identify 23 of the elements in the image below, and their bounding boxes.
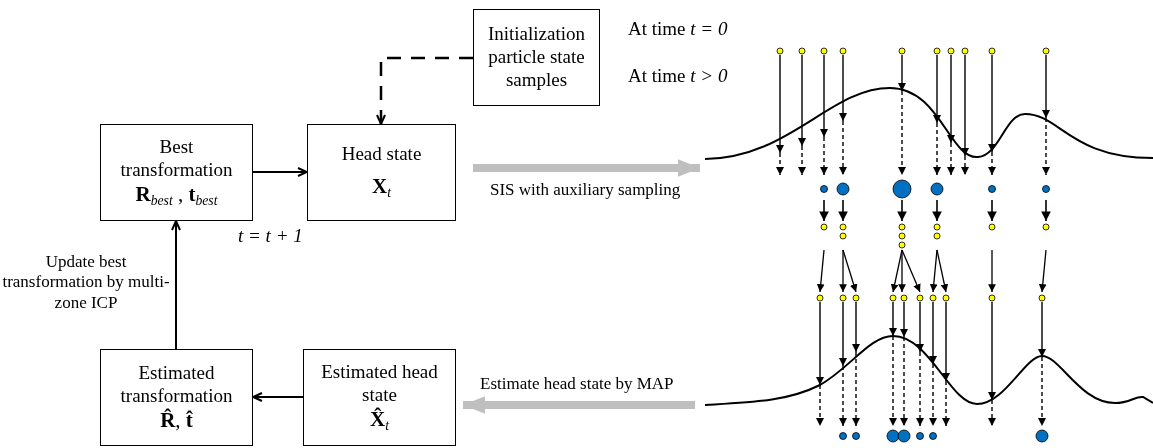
text-label: At time t = 0 bbox=[628, 18, 728, 40]
box-title: Initialization particle state samples bbox=[486, 23, 587, 92]
box-title: Estimated head state bbox=[320, 360, 439, 407]
math-symbol: X̂$_{t}$ bbox=[370, 406, 389, 435]
box-title: Best transformation bbox=[119, 135, 234, 182]
math-symbol: R$_{best}$ , t$_{best}$ bbox=[135, 181, 218, 210]
process-box bbox=[473, 9, 600, 106]
process-box bbox=[100, 124, 253, 221]
arrow bbox=[252, 392, 304, 402]
text-label: At time t > 0 bbox=[628, 65, 728, 87]
arrow bbox=[252, 167, 308, 177]
process-box bbox=[303, 349, 456, 446]
arrow bbox=[376, 56, 473, 125]
edge-label: SIS with auxiliary sampling bbox=[490, 180, 681, 201]
math-symbol: X$_{t}$ bbox=[372, 174, 391, 202]
text-label: t = t + 1 bbox=[238, 225, 303, 247]
box-title: Estimated transformation bbox=[119, 362, 234, 408]
math-symbol: R̂, t̂ bbox=[160, 407, 193, 433]
process-box bbox=[307, 124, 456, 221]
arrow bbox=[171, 220, 181, 350]
box-title: Head state bbox=[341, 143, 422, 167]
edge-label: Estimate head state by MAP bbox=[480, 374, 674, 395]
process-box bbox=[100, 349, 253, 446]
